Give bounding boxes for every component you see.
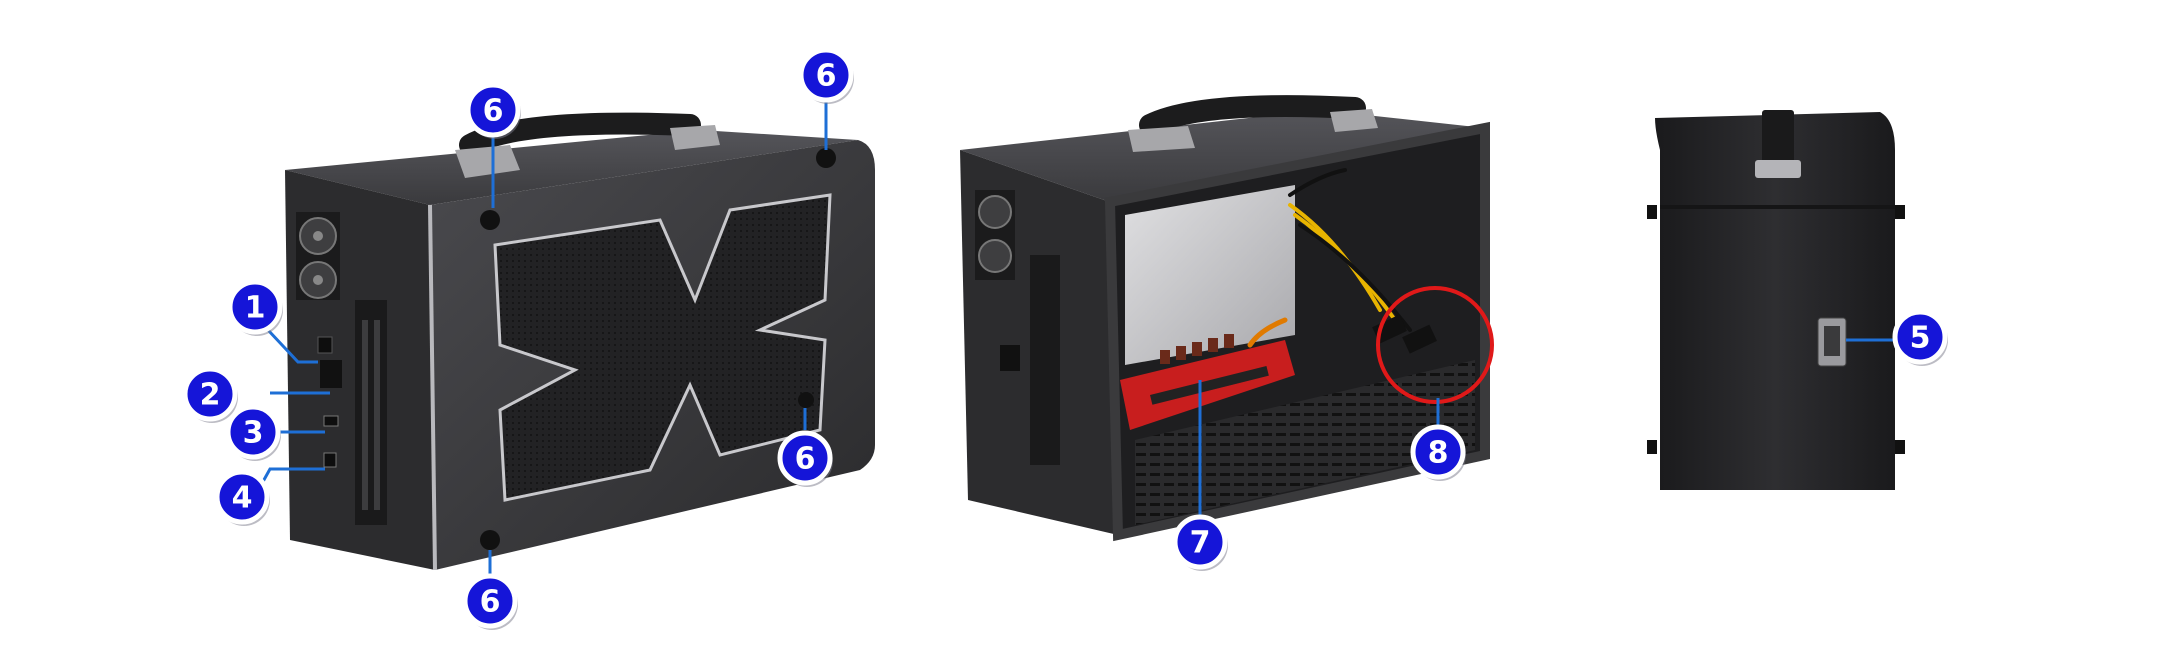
power-inlet (320, 360, 342, 388)
foot (1895, 205, 1905, 219)
callout-number: 6 (480, 585, 501, 620)
callout-circle (1172, 514, 1228, 570)
callout-c6b: 6 (798, 47, 854, 104)
pcie-bracket (1030, 255, 1060, 465)
open-side-view (960, 95, 1494, 542)
carry-handle (1128, 95, 1378, 152)
callout-badges: 1 23 4 6 6 6 6 7 8 5 (182, 47, 1948, 630)
highlight-circle (1376, 286, 1494, 404)
foot (480, 530, 500, 550)
carry-handle (1762, 110, 1794, 170)
top-edge (1660, 205, 1895, 209)
callout-number: 5 (1910, 321, 1931, 356)
foot (1647, 440, 1657, 454)
callout-c6a: 6 (465, 82, 521, 139)
callout-circle (1892, 309, 1948, 365)
callout-c8: 8 (1410, 424, 1466, 481)
callout-c2: 2 (182, 366, 238, 423)
foot (1895, 440, 1905, 454)
callout-c5: 5 (1892, 309, 1948, 366)
enclosure-top (285, 130, 858, 205)
power-switch (317, 336, 333, 354)
callout-number: 8 (1428, 436, 1449, 471)
callout-circle (1410, 424, 1466, 480)
pcie-bracket (355, 300, 387, 525)
power-inlet (1000, 345, 1020, 371)
callout-circle (777, 430, 833, 486)
handle-cap (1755, 160, 1801, 178)
callout-c3: 3 (225, 404, 281, 461)
end-view (1647, 110, 1905, 490)
callout-number: 6 (816, 59, 837, 94)
callout-circle (214, 469, 270, 525)
usb-port (323, 452, 337, 468)
callout-number: 7 (1190, 526, 1211, 561)
callout-number: 3 (243, 416, 264, 451)
callout-number: 1 (245, 291, 266, 326)
carry-handle (455, 112, 720, 178)
callout-circle (462, 573, 518, 629)
floor-vents (1135, 360, 1475, 525)
foot (798, 392, 814, 408)
thunderbolt-port (323, 415, 339, 427)
callout-c7: 7 (1172, 514, 1228, 571)
foot (816, 148, 836, 168)
psu-cables (1247, 168, 1412, 348)
callout-circle (798, 47, 854, 103)
callout-number: 6 (795, 442, 816, 477)
callout-c6c: 6 (777, 430, 833, 487)
foot (480, 210, 500, 230)
callout-circle (225, 404, 281, 460)
rear-fans (975, 190, 1015, 280)
power-supply (1125, 185, 1295, 365)
callout-number: 2 (200, 378, 221, 413)
callout-c1: 1 (227, 279, 283, 336)
callout-circle (465, 82, 521, 138)
edge-trim (428, 204, 437, 571)
foot (1647, 205, 1657, 219)
callout-c4: 4 (214, 469, 270, 526)
callout-circle (227, 279, 283, 335)
pcie-power-connectors (1372, 314, 1437, 354)
callout-number: 4 (232, 481, 253, 516)
enclosure-top (960, 110, 1485, 202)
callout-circle (182, 366, 238, 422)
rear-fans (296, 212, 340, 300)
board-components (1150, 334, 1269, 405)
callout-c6d: 6 (462, 573, 518, 630)
rear-angled-view (285, 112, 875, 571)
callout-number: 6 (483, 94, 504, 129)
mesh-x-window (493, 193, 832, 502)
